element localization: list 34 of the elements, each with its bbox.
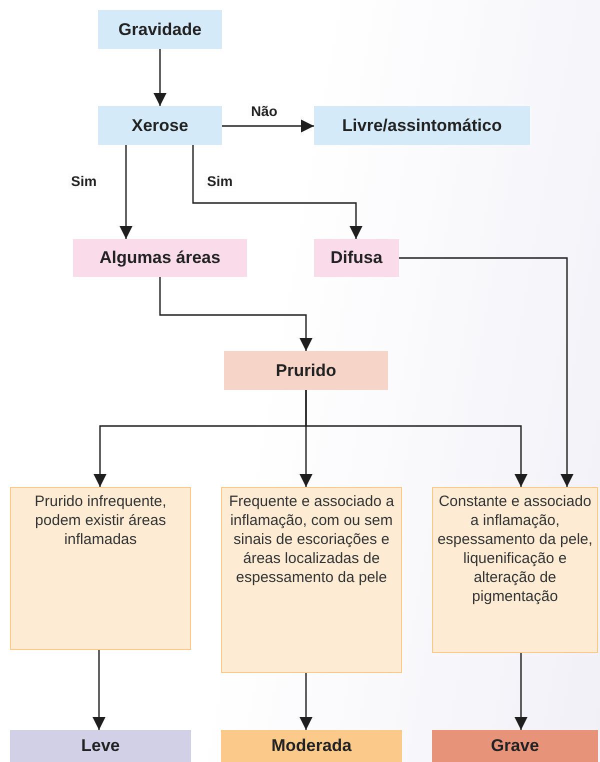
node-title: Gravidade — [118, 20, 202, 40]
node-title: Xerose — [132, 116, 188, 136]
node-title: Algumas áreas — [100, 248, 220, 268]
node-description: Frequente e associado a inflamação, com ou sem sinais de escoriações e áreas localizadas de espessamento da pele — [228, 492, 396, 587]
step-box — [98, 10, 222, 49]
step-box — [73, 239, 247, 277]
description-box — [221, 487, 402, 673]
arrow — [514, 653, 528, 730]
arrow — [120, 145, 132, 239]
step-box — [98, 106, 222, 145]
arrow — [300, 673, 312, 730]
node-title: Grave — [490, 736, 540, 756]
node-title: Livre/assintomático — [342, 116, 502, 136]
arrow — [154, 49, 166, 106]
arrow — [192, 145, 362, 239]
step-box — [314, 239, 399, 277]
arrow — [159, 277, 312, 351]
node-title: Difusa — [330, 248, 382, 268]
description-box — [432, 487, 598, 653]
node-title: Moderada — [271, 736, 352, 756]
step-box — [221, 730, 402, 762]
arrow — [222, 120, 314, 132]
arrow — [92, 650, 106, 730]
arrow — [399, 257, 574, 487]
node-description: Constante e associado a inflamação, espessamento da pele, liquenificação e alteração de pigmentação — [436, 492, 594, 606]
step-box — [314, 106, 530, 145]
step-box — [10, 730, 191, 762]
description-box — [10, 487, 191, 650]
node-title: Prurido — [276, 360, 336, 380]
step-box — [432, 730, 598, 762]
node-title: Leve — [81, 736, 120, 756]
step-box — [224, 351, 388, 390]
arrow — [305, 390, 528, 487]
node-description: Prurido infrequente, podem existir áreas inflamadas — [34, 492, 168, 549]
